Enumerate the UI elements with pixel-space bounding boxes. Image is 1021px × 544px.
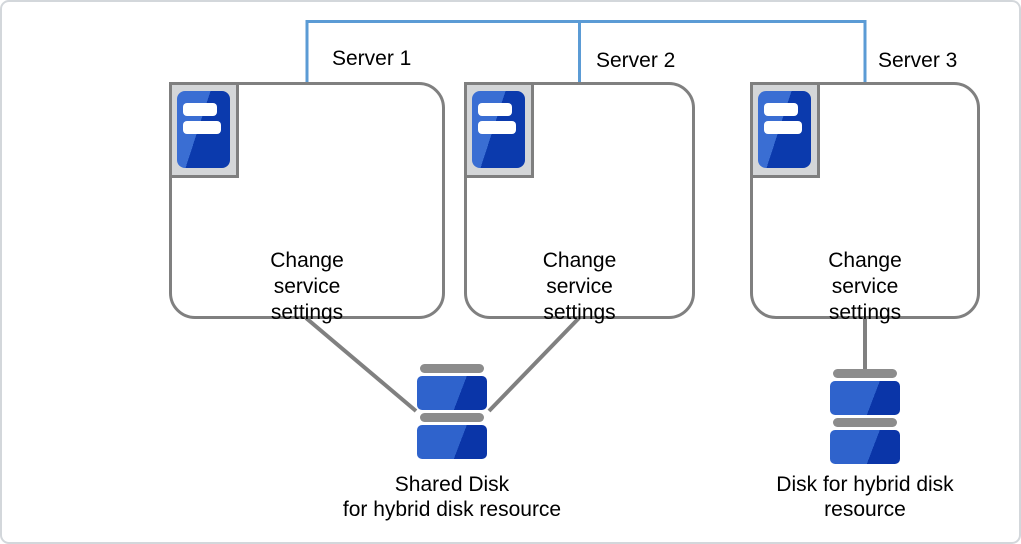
server-icon-body (758, 91, 811, 168)
shared-disk-icon (417, 364, 487, 459)
disk-platter-bar (833, 418, 897, 427)
task-text-line: settings (828, 301, 902, 324)
task-text-line: settings (543, 301, 616, 324)
server-icon-slot (183, 103, 217, 116)
server-icon (750, 82, 820, 178)
hybrid-disk-caption: Disk for hybrid disk resource (735, 472, 995, 522)
server-icon-slot (478, 121, 516, 134)
caption-line: for hybrid disk resource (342, 498, 562, 521)
task-text-line: settings (270, 301, 344, 324)
server-icon-body (177, 91, 230, 168)
task-text-line: service (546, 275, 613, 298)
disk-unit (417, 376, 487, 410)
caption-line: resource (824, 498, 906, 521)
task-text-line: Change (542, 249, 617, 272)
disk-platter-bar (420, 413, 484, 422)
task-text-line: service (831, 275, 899, 298)
task-text-line: Change (270, 249, 344, 272)
disk-platter-bar (833, 369, 897, 378)
interconnect-line (305, 20, 867, 82)
hybrid-disk-icon (830, 369, 900, 464)
task-text-line: Change (828, 249, 902, 272)
server-icon (169, 82, 239, 178)
server-icon-slot (764, 121, 802, 134)
disk-unit (830, 430, 900, 464)
shared-disk-caption: Shared Disk for hybrid disk resource (322, 472, 582, 522)
server-icon-slot (764, 103, 798, 116)
server-icon-slot (478, 103, 512, 116)
server2-shared-disk-line (487, 316, 581, 413)
server-2-label: Server 2 (596, 49, 676, 72)
caption-line: Shared Disk (394, 473, 510, 496)
server-1-box: Change service settings (169, 82, 445, 324)
server-1-task-text: Change service settings (172, 248, 442, 326)
disk-unit (417, 425, 487, 459)
caption-line: Disk for hybrid disk (776, 473, 954, 496)
server-3-box: Change service settings (750, 82, 980, 324)
disk-platter-bar (420, 364, 484, 373)
server-icon (464, 82, 534, 178)
server-1-label: Server 1 (332, 47, 412, 70)
server-3-label: Server 3 (878, 49, 958, 72)
server-2-task-text: Change service settings (467, 248, 692, 326)
server1-shared-disk-line (304, 316, 418, 413)
disk-unit (830, 381, 900, 415)
server-3-task-text: Change service settings (753, 248, 977, 326)
server-icon-slot (183, 121, 221, 134)
server-2-box: Change service settings (464, 82, 695, 324)
task-text-line: service (273, 275, 341, 298)
server-icon-body (472, 91, 525, 168)
